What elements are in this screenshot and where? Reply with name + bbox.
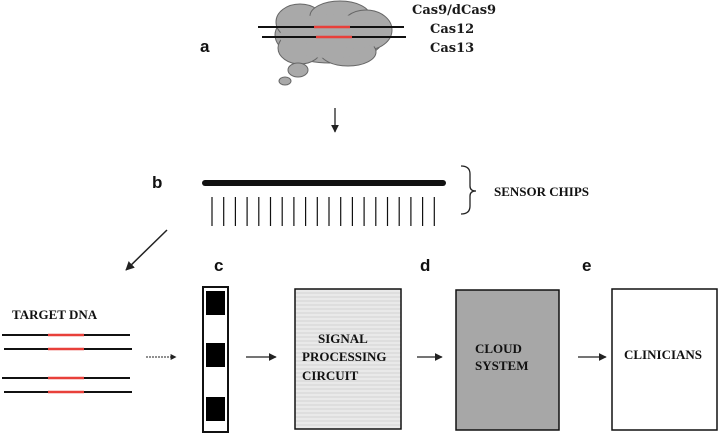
signal-line-2: PROCESSING	[302, 349, 387, 364]
target-dna-label: TARGET DNA	[12, 307, 98, 322]
sensor-bracket	[460, 165, 477, 215]
panel-letter-d: d	[420, 256, 430, 275]
sensor-chip-array	[202, 180, 446, 226]
panel-letter-c: c	[214, 256, 223, 275]
clinicians-box: CLINICIANS	[611, 288, 718, 431]
clinicians-label: CLINICIANS	[624, 347, 702, 362]
cas-label-1: Cas9/dCas9	[412, 3, 496, 18]
cloud-system-box: CLOUD SYSTEM	[455, 289, 560, 431]
signal-line-3: CIRCUIT	[302, 368, 359, 383]
cas-label-2: Cas12	[430, 22, 474, 37]
signal-processing-box: SIGNAL PROCESSING CIRCUIT	[294, 288, 402, 430]
cloud-dna-illustration	[258, 0, 406, 86]
cloud-line-2: SYSTEM	[475, 358, 528, 373]
target-dna-strands	[2, 333, 132, 394]
arrow-b-to-target	[125, 229, 168, 271]
panel-letter-e: e	[582, 256, 591, 275]
sensor-chips-label: SENSOR CHIPS	[494, 184, 589, 199]
sensor-teeth	[211, 197, 435, 226]
cloud-line-1: CLOUD	[475, 341, 522, 356]
signal-line-1: SIGNAL	[318, 331, 368, 346]
cas-label-3: Cas13	[430, 41, 474, 56]
panel-letter-b: b	[152, 173, 162, 192]
cas-label-list: Cas9/dCas9 Cas12 Cas13	[412, 3, 496, 56]
panel-letter-a: a	[200, 37, 210, 56]
chip-strip	[202, 286, 229, 433]
